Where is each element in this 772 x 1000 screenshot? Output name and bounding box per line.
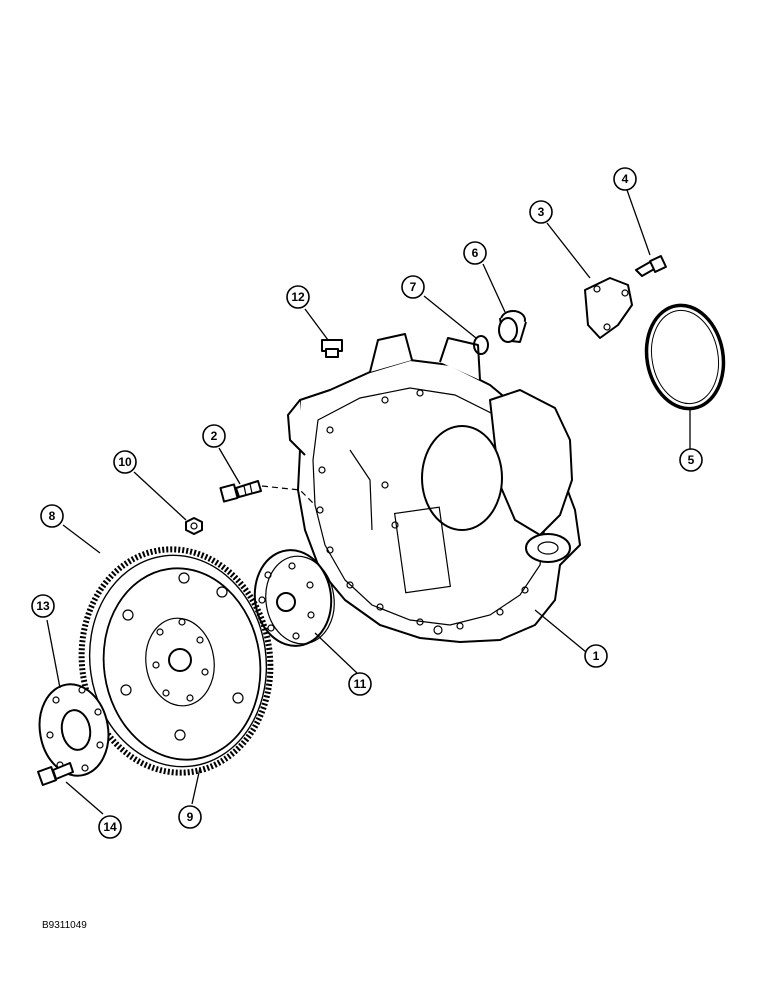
- nut: [185, 517, 203, 535]
- flywheel: [102, 567, 262, 761]
- svg-text:4: 4: [622, 172, 629, 186]
- ring-gear: [78, 546, 274, 776]
- cover-plate: [584, 277, 633, 339]
- drawing-number: B9311049: [42, 920, 87, 931]
- svg-text:7: 7: [410, 280, 417, 294]
- callout-10: 10: [113, 450, 137, 474]
- o-ring: [644, 303, 726, 411]
- svg-text:11: 11: [354, 677, 367, 691]
- svg-text:14: 14: [103, 820, 117, 834]
- svg-text:10: 10: [118, 455, 132, 469]
- callout-8: 8: [40, 504, 64, 528]
- svg-text:12: 12: [291, 290, 305, 304]
- callout-2: 2: [202, 424, 226, 448]
- svg-text:2: 2: [211, 429, 218, 443]
- fitting: [321, 339, 343, 358]
- callout-11: 11: [348, 672, 372, 696]
- callout-9: 9: [178, 805, 202, 829]
- svg-text:8: 8: [49, 509, 56, 523]
- bolt-alignment-line: [261, 485, 316, 506]
- callout-1: 1: [584, 644, 608, 668]
- retainer-plate: [38, 683, 110, 777]
- callout-4: 4: [613, 167, 637, 191]
- callout-6: 6: [463, 241, 487, 265]
- leader-lines: [46, 189, 691, 815]
- svg-text:1: 1: [593, 649, 600, 663]
- svg-text:5: 5: [688, 453, 695, 467]
- svg-text:13: 13: [36, 599, 50, 613]
- housing-bolt: [219, 480, 262, 503]
- flywheel-bolt: [37, 762, 74, 786]
- plug-seal-ring: [473, 335, 489, 355]
- plug: [498, 310, 527, 343]
- callout-7: 7: [401, 275, 425, 299]
- cover-bolt: [635, 255, 667, 277]
- flywheel-housing: [287, 333, 581, 643]
- svg-text:6: 6: [472, 246, 479, 260]
- svg-text:9: 9: [187, 810, 194, 824]
- callout-3: 3: [529, 200, 553, 224]
- callout-5: 5: [679, 448, 703, 472]
- callout-12: 12: [286, 285, 310, 309]
- callout-13: 13: [31, 594, 55, 618]
- callout-14: 14: [98, 815, 122, 839]
- svg-text:3: 3: [538, 205, 545, 219]
